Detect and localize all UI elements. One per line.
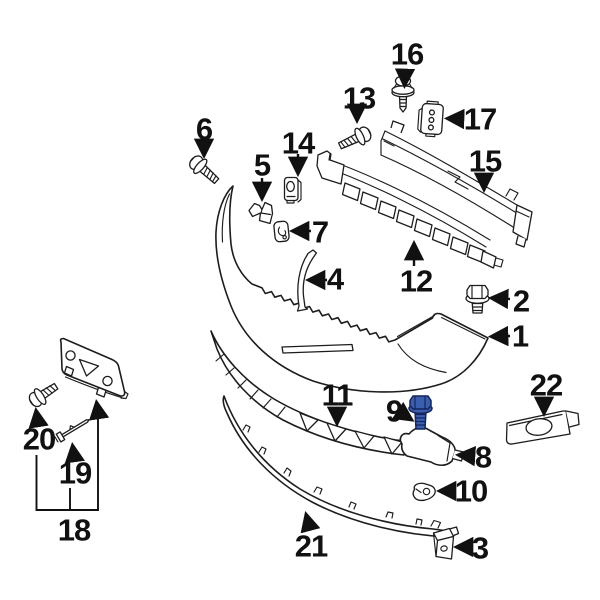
part-label-8[interactable]: 8: [474, 439, 492, 475]
part-label-2[interactable]: 2: [512, 283, 530, 319]
part-15-impact-bar-drawing: [380, 120, 533, 248]
part-label-22[interactable]: 22: [529, 367, 563, 403]
part-label-13[interactable]: 13: [342, 80, 376, 116]
part-label-3[interactable]: 3: [471, 530, 489, 566]
part-label-18[interactable]: 18: [57, 512, 91, 548]
part-12-absorber-drawing: [316, 150, 504, 269]
arrow-part-20: [28, 406, 49, 429]
callout-arrows: [28, 68, 555, 558]
part-20-bolt-drawing: [28, 382, 59, 408]
arrow-part-9: [391, 401, 415, 422]
part-22-fog-bezel-drawing: [505, 410, 580, 445]
part-label-17[interactable]: 17: [463, 101, 497, 137]
part-10-clip-drawing: [412, 482, 436, 502]
group-18-bracket-lines: [35, 398, 110, 511]
part-1-bumper-cover-drawing: [215, 185, 489, 393]
part-16-push-pin-drawing: [391, 75, 415, 113]
part-label-5[interactable]: 5: [253, 147, 271, 183]
part-5-bracket-drawing: [248, 201, 274, 225]
arrow-part-16: [394, 68, 416, 90]
part-label-21[interactable]: 21: [294, 528, 328, 564]
part-4-side-strip-drawing: [296, 249, 318, 312]
part-label-19[interactable]: 19: [58, 455, 92, 491]
part-6-screw-drawing: [189, 155, 220, 185]
arrow-part-17: [443, 108, 465, 130]
part-label-6[interactable]: 6: [195, 111, 213, 147]
part-3-clip-drawing: [432, 527, 455, 560]
arrow-part-19: [64, 441, 85, 464]
part-19-screw-pin-drawing: [54, 419, 90, 443]
part-8-lower-cover-drawing: [399, 426, 465, 467]
part-label-9[interactable]: 9: [385, 393, 403, 429]
part-2-bolt-drawing: [465, 284, 490, 314]
part-17-side-bracket-drawing: [417, 100, 444, 138]
part-14-clip-drawing: [283, 176, 302, 204]
part-13-screw-drawing: [337, 126, 372, 150]
part-label-20[interactable]: 20: [22, 421, 56, 457]
part-label-4[interactable]: 4: [326, 261, 344, 297]
part-9-bolt-highlighted-drawing: [408, 395, 433, 430]
part-label-16[interactable]: 16: [390, 36, 424, 72]
part-label-14[interactable]: 14: [281, 125, 315, 161]
part-label-11[interactable]: 11: [321, 377, 354, 413]
part-7-plate-drawing: [273, 220, 290, 243]
arrow-part-1: [487, 325, 511, 347]
part-18-license-bracket-drawing: [59, 337, 129, 400]
arrow-part-8: [454, 445, 476, 467]
part-label-1[interactable]: 1: [511, 318, 529, 354]
part-label-15[interactable]: 15: [468, 143, 502, 179]
arrow-part-2: [487, 288, 511, 310]
part-label-7[interactable]: 7: [311, 214, 329, 250]
arrow-part-21: [300, 511, 321, 534]
part-label-10[interactable]: 10: [454, 473, 488, 509]
part-label-12[interactable]: 12: [399, 263, 433, 299]
